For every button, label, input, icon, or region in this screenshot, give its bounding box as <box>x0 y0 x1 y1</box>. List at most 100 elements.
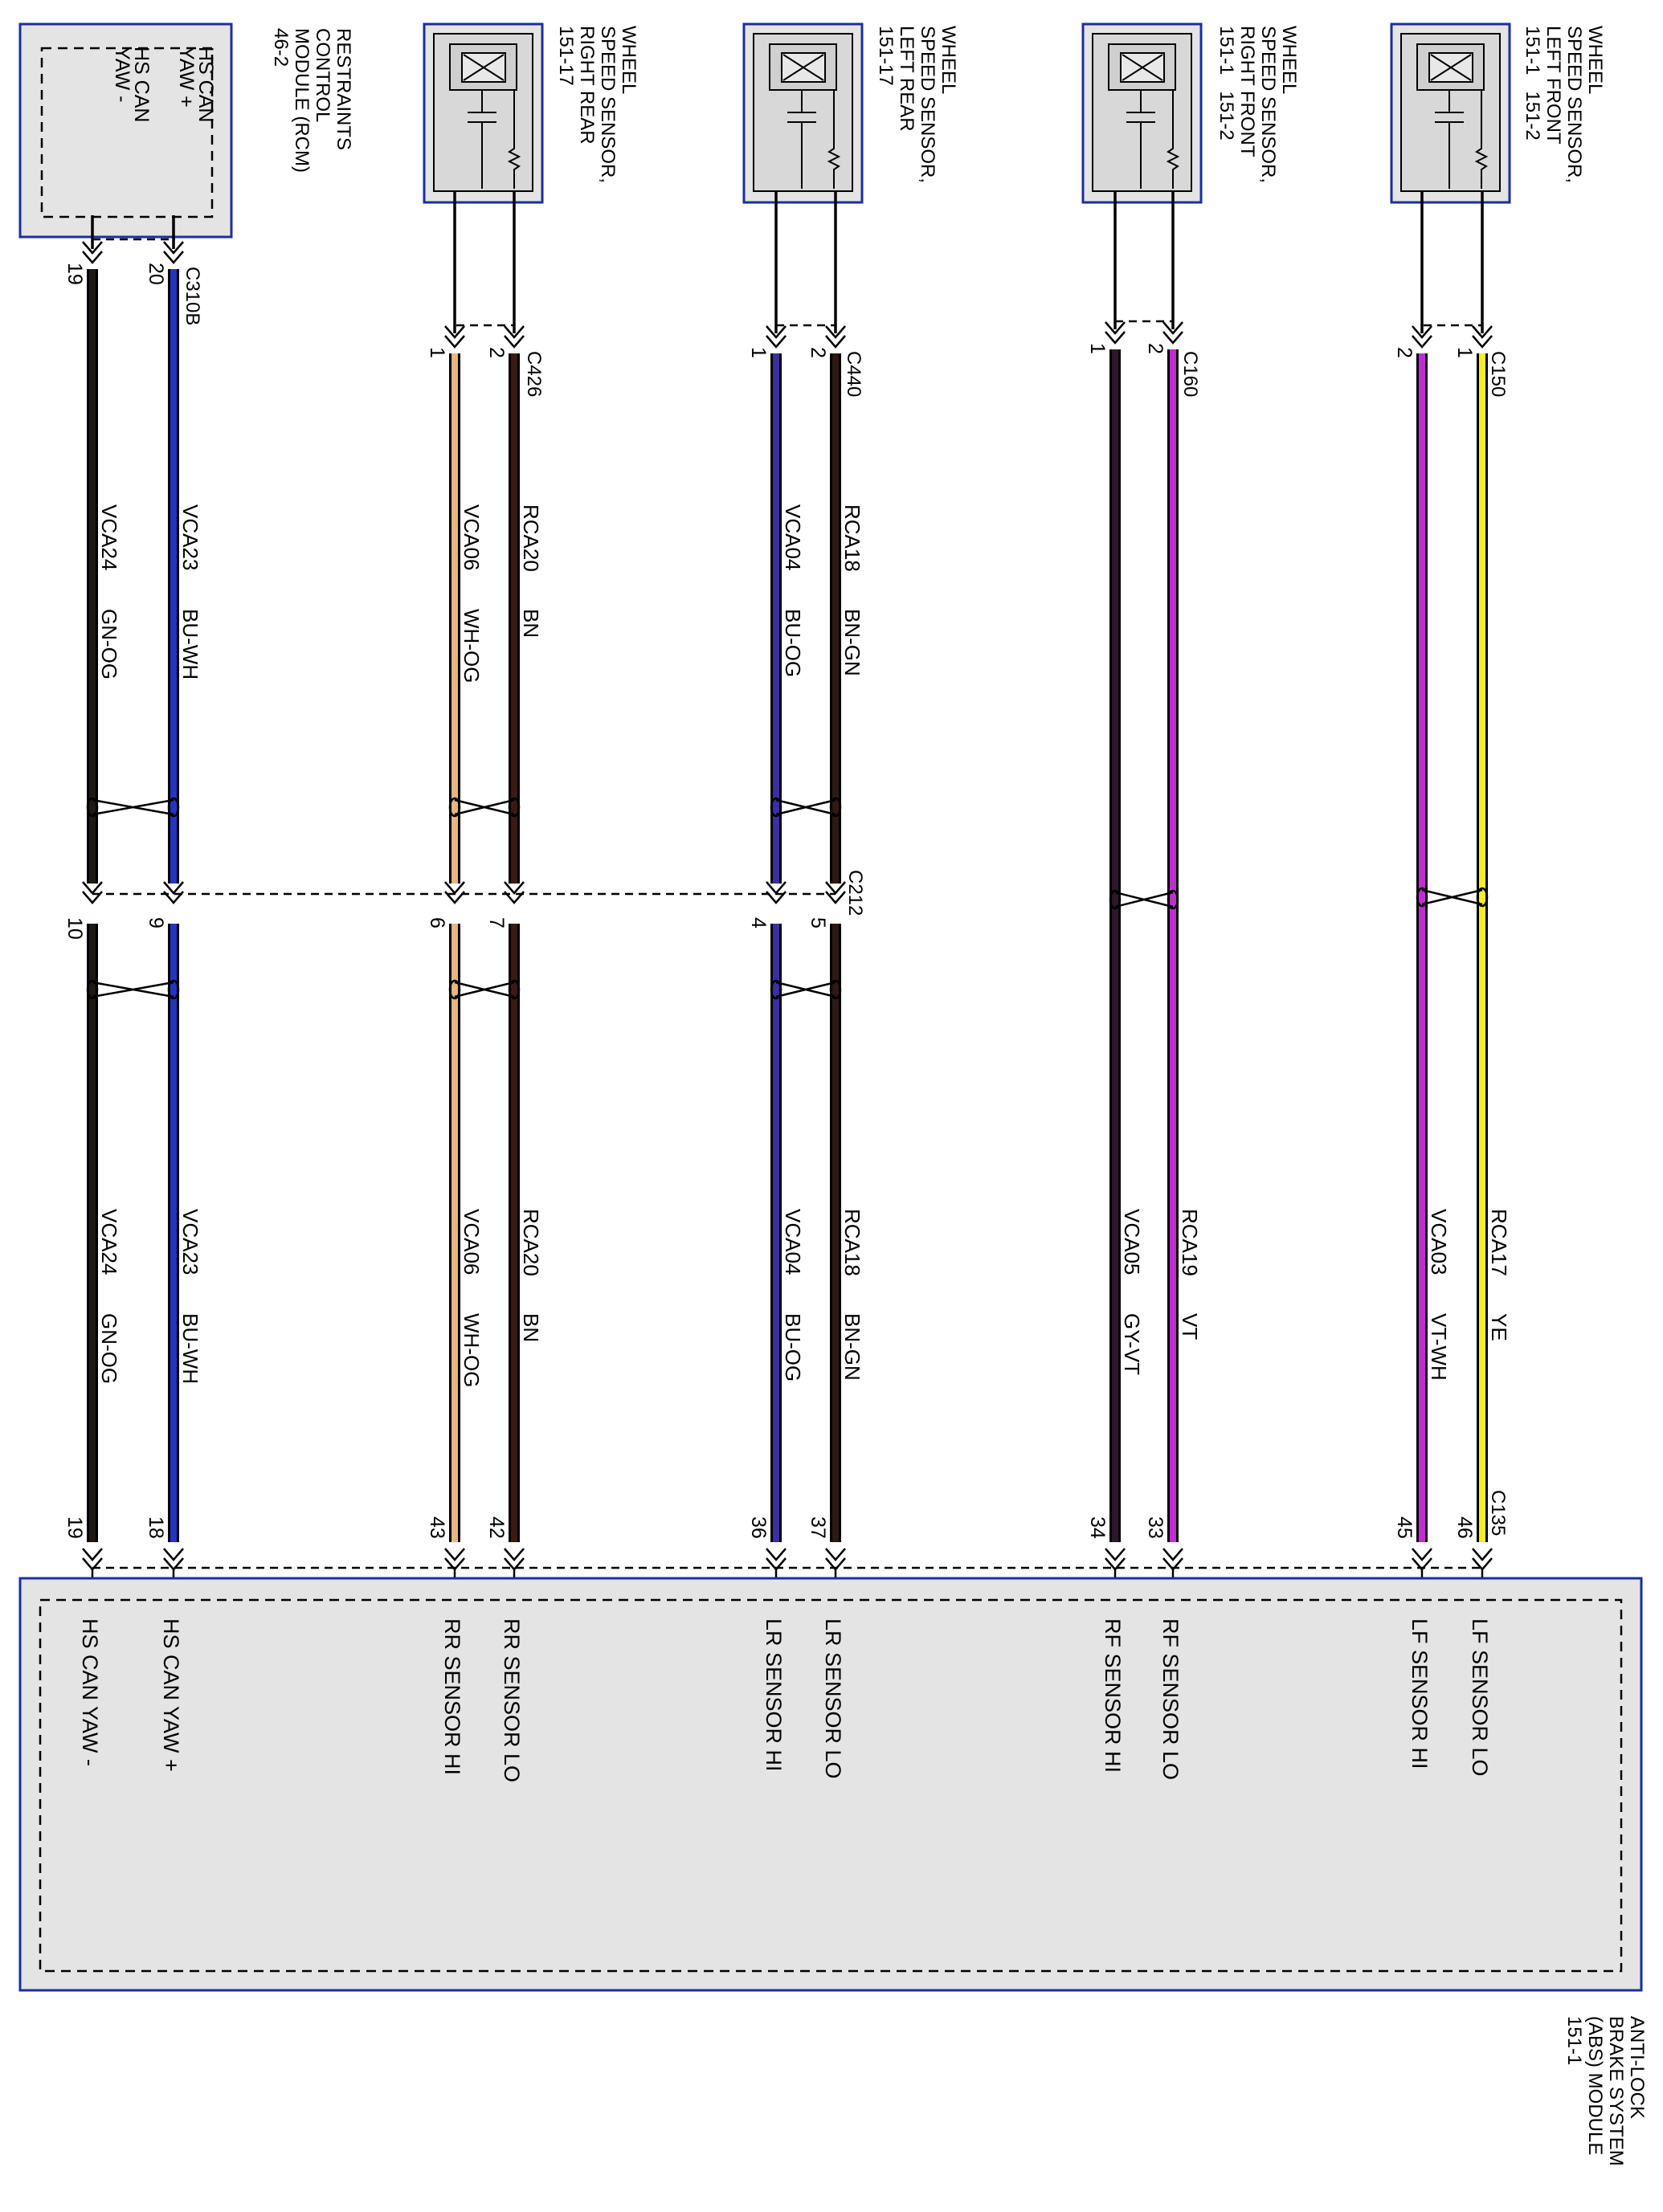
twisted-pair-icon <box>448 797 521 818</box>
connector-arrow-icon <box>163 1548 184 1571</box>
connector-arrow-icon <box>504 881 525 904</box>
pin-number: 43 <box>426 1516 448 1539</box>
sensor-lf-title: SPEED SENSOR, <box>1563 26 1585 183</box>
pin-number: 2 <box>807 347 829 358</box>
circuit-label: VCA04 <box>781 1209 805 1275</box>
rcm-pin-label: HS CAN <box>194 47 217 122</box>
connector-arrow-icon <box>825 325 846 349</box>
rcm-pin-label: YAW - <box>111 47 133 102</box>
twist-loop <box>829 979 842 1000</box>
twisted-pair-icon <box>1109 889 1179 910</box>
twist-cross <box>454 981 515 998</box>
twist-loop <box>86 797 99 818</box>
connector-arrow-icon <box>444 881 465 904</box>
rcm-title-line: MODULE (RCM) <box>291 28 313 173</box>
pin-number: 42 <box>485 1516 508 1539</box>
rcm-pin-label: HS CAN <box>130 47 153 122</box>
pin-number: 2 <box>485 347 508 358</box>
connector-arrow-icon <box>1412 1548 1432 1571</box>
wire-color-stripe <box>89 269 96 884</box>
pin-number: 2 <box>1144 343 1167 354</box>
circuit-label: RCA18 <box>840 1209 864 1276</box>
twist-cross <box>775 798 836 816</box>
abs-pin-label: RF SENSOR HI <box>1101 1618 1125 1773</box>
sensor-rr-title: 151-17 <box>555 26 577 86</box>
connector-arrow-icon <box>766 325 787 349</box>
abs-pin-label: LF SENSOR HI <box>1408 1618 1432 1769</box>
wire-color-label: WH-OG <box>460 609 484 683</box>
sensor-rf-title: RIGHT FRONT <box>1236 26 1258 157</box>
pin-number: 36 <box>747 1516 770 1539</box>
abs-pin-label: RR SENSOR LO <box>500 1618 524 1782</box>
abs-pin-label: HS CAN YAW + <box>159 1618 183 1772</box>
wires-layer: 191019VCA24GN-OGVCA24GN-OG20918VCA23BU-W… <box>63 191 1511 1603</box>
twist-loop <box>1109 889 1122 910</box>
circuit-label: VCA04 <box>781 504 805 570</box>
connector-arrow-icon <box>766 1548 787 1571</box>
sensor-lr: WHEEL SPEED SENSOR, LEFT REAR 151-17 <box>742 22 959 204</box>
rcm-title-line: CONTROL <box>312 28 333 122</box>
abs-pin-label: RF SENSOR LO <box>1158 1618 1183 1780</box>
pin-number: 37 <box>807 1516 829 1539</box>
sensor-lf: WHEEL SPEED SENSOR, LEFT FRONT 151-1 151… <box>1390 22 1606 204</box>
wire-color-stripe <box>452 924 458 1542</box>
twist-loop <box>86 979 99 1000</box>
circuit-label: VCA05 <box>1120 1209 1144 1275</box>
connector-arrow-icon <box>1472 325 1493 349</box>
circuit-label: RCA20 <box>519 1209 543 1276</box>
wire-color-stripe <box>1419 353 1425 1542</box>
sensor-rf-title: 151-1 151-2 <box>1216 26 1237 141</box>
wire-color-label: GY-VT <box>1120 1313 1144 1375</box>
twist-loop <box>829 797 842 818</box>
connector-arrow-icon <box>504 325 525 349</box>
connector-arrow-icon <box>444 325 465 349</box>
twist-cross <box>92 798 174 816</box>
twist-cross <box>1421 888 1483 906</box>
twist-loop <box>770 797 782 818</box>
twist-loop <box>448 797 461 818</box>
pin-number: 45 <box>1393 1516 1416 1539</box>
wire-color-label: BN-GN <box>840 609 864 676</box>
sensor-rf-title: WHEEL <box>1278 26 1300 94</box>
pin-number: 20 <box>145 263 167 285</box>
abs-title-line: 151-1 <box>1563 2016 1585 2065</box>
rcm-title-line: 46-2 <box>270 28 292 67</box>
wire-color-stripe <box>773 924 779 1542</box>
wire-color-stripe <box>89 924 96 1542</box>
pin-number: 10 <box>63 917 86 940</box>
circuit-label: RCA17 <box>1487 1209 1511 1276</box>
circuit-label: VCA06 <box>460 1209 484 1275</box>
connector-arrow-icon <box>82 881 103 904</box>
wire-color-label: BN <box>519 1313 543 1342</box>
pin-number: 19 <box>63 263 86 285</box>
connector-arrow-icon <box>444 1548 465 1571</box>
connector-c310b: C310B <box>182 267 203 325</box>
twist-loop <box>508 797 521 818</box>
twist-loop <box>508 979 521 1000</box>
twist-cross <box>454 798 515 816</box>
twist-cross <box>1114 891 1174 908</box>
wire-color-stripe <box>511 924 517 1542</box>
sensor-rf-title: SPEED SENSOR, <box>1257 26 1279 183</box>
wire-color-label: BU-OG <box>781 1313 805 1381</box>
connector-arrow-icon <box>766 881 787 904</box>
sensor-rf: WHEEL SPEED SENSOR, RIGHT FRONT 151-1 15… <box>1081 22 1300 204</box>
wire-color-label: GN-OG <box>97 609 121 680</box>
twist-loop <box>448 979 461 1000</box>
connector-arrow-icon <box>825 1548 846 1571</box>
circuit-label: RCA19 <box>1178 1209 1202 1276</box>
sensor-lf-title: LEFT FRONT <box>1542 26 1564 145</box>
connector-arrow-icon <box>1412 325 1432 349</box>
circuit-label: VCA24 <box>97 504 121 570</box>
pin-number: 1 <box>1453 347 1476 358</box>
pin-number: 1 <box>747 347 770 358</box>
wire-color-stripe <box>170 924 177 1542</box>
rcm-box <box>18 22 233 239</box>
wire-color-label: WH-OG <box>460 1313 484 1387</box>
wire-color-stripe <box>1479 353 1485 1542</box>
pin-number: 34 <box>1086 1516 1109 1539</box>
pin-number: 9 <box>145 917 167 928</box>
